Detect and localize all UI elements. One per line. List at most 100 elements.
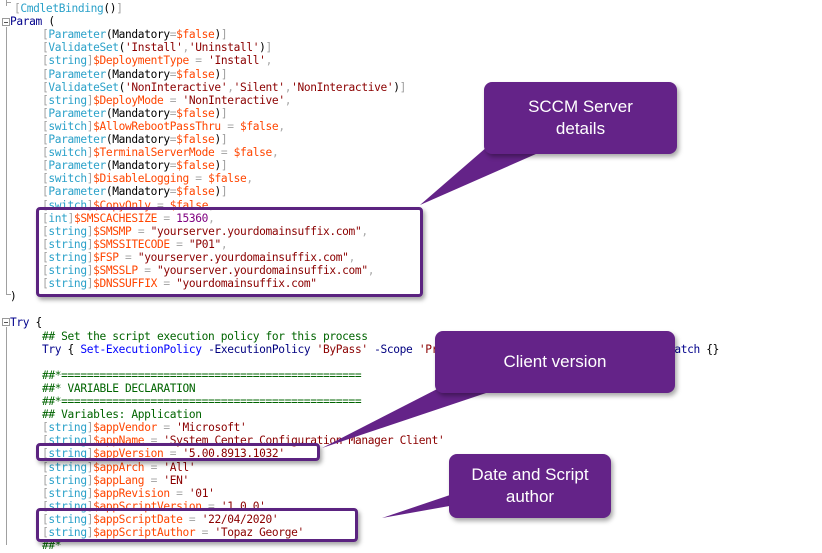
code-token: ]: [220, 159, 228, 173]
code-token: "yourserver.yourdomainsuffix.com": [150, 224, 362, 238]
code-token: string: [48, 250, 87, 264]
code-token: {: [61, 342, 81, 356]
code-token: ]: [86, 434, 94, 448]
code-token: string: [48, 224, 87, 238]
code-token: ]: [220, 67, 228, 81]
code-line: [string]$appRevision = '01': [42, 486, 215, 501]
code-token: [: [42, 133, 49, 146]
code-token: 'Silent': [233, 80, 285, 94]
code-token: =: [169, 133, 177, 146]
code-token: $AllowRebootPassThru: [93, 119, 221, 133]
code-token: Try: [10, 316, 30, 330]
code-token: Parameter: [48, 185, 106, 199]
code-token: ]: [86, 512, 94, 526]
code-token: $FSP: [93, 250, 119, 264]
fold-line: [6, 0, 7, 6]
code-token: 'Uninstall': [188, 41, 260, 55]
code-line: [string]$appLang = 'EN': [42, 474, 189, 488]
code-token: =: [144, 473, 164, 487]
fold-line: [6, 2, 11, 3]
code-token: ,: [227, 80, 234, 94]
code-token: =: [169, 159, 177, 173]
code-token: $DisableLogging: [93, 172, 189, 186]
code-token: Parameter: [48, 28, 106, 42]
code-token: [: [42, 106, 49, 120]
code-token: [: [14, 2, 21, 15]
code-token: ]: [86, 421, 94, 435]
code-token: (Mandatory: [105, 185, 170, 199]
code-token: [: [42, 526, 49, 539]
code-token: $DNSSUFFIX: [93, 277, 157, 291]
code-token: {}: [699, 342, 720, 356]
code-token: $appScriptDate: [93, 512, 183, 526]
code-token: string: [48, 447, 87, 461]
code-line: [string]$DNSSUFFIX = "yourdomainsuffix.c…: [42, 277, 317, 291]
code-token: $false: [176, 28, 215, 42]
code-token: [: [42, 460, 49, 474]
code-token: =: [144, 434, 164, 448]
code-line: ## Variables: Application: [42, 408, 202, 422]
code-token: [: [42, 499, 49, 513]
code-token: '5.00.8913.1032': [182, 447, 286, 461]
code-token: ,: [208, 198, 215, 212]
code-token: "P01": [188, 237, 221, 251]
fold-toggle-try-icon[interactable]: [2, 318, 10, 326]
code-line: [switch]$DisableLogging = $false,: [42, 172, 253, 186]
code-token: =: [214, 146, 234, 160]
code-token: 'ByPass': [316, 342, 368, 356]
code-token: =: [188, 54, 209, 68]
code-token: (): [103, 2, 117, 15]
highlight-app-version: [36, 443, 320, 461]
code-token: ]: [86, 172, 94, 186]
code-token: 'Install': [125, 41, 183, 55]
code-line: [switch]$AllowRebootPassThru = $false,: [42, 120, 285, 134]
code-token: $appLang: [93, 473, 145, 487]
code-token: 'Microsoft': [176, 421, 247, 435]
callout-tail-date-author: [382, 495, 455, 518]
code-token: $DeploymentType: [93, 54, 189, 68]
code-token: (Mandatory: [105, 106, 170, 120]
code-line: [string]$appVersion = '5.00.8913.1032': [42, 447, 285, 461]
code-token: (: [41, 15, 55, 29]
code-token: ]: [86, 526, 94, 539]
code-token: ,: [284, 93, 292, 107]
code-token: =: [163, 93, 183, 107]
code-token: [: [42, 41, 49, 55]
code-line: [string]$SMSMP = "yourserver.yourdomains…: [42, 225, 368, 239]
code-token: ]: [86, 447, 94, 461]
code-token: ): [259, 41, 266, 55]
callout-sccm-server-details: SCCM Server details: [484, 82, 677, 154]
code-token: [: [42, 486, 49, 500]
code-line: [Parameter(Mandatory=$false)]: [42, 133, 228, 147]
code-token: [: [42, 434, 49, 448]
code-line: ##*=====================================…: [42, 395, 362, 409]
code-token: (Mandatory: [105, 67, 170, 81]
highlight-sccm-settings: [36, 207, 423, 297]
code-token: '22/04/2020': [201, 512, 279, 526]
code-token: [: [42, 224, 49, 238]
code-token: ]: [265, 41, 273, 55]
code-token: {: [29, 316, 43, 330]
code-token: ]: [86, 250, 94, 264]
code-line: [Parameter(Mandatory=$false)]: [42, 67, 228, 82]
code-token: ): [214, 133, 221, 146]
code-line: [CmdletBinding()]: [14, 2, 123, 16]
code-line: [Parameter(Mandatory=$false)]: [42, 185, 228, 199]
code-token: ,: [208, 211, 215, 225]
code-token: =: [188, 172, 209, 186]
code-token: string: [48, 526, 87, 539]
code-token: [: [42, 264, 49, 277]
code-token: Try: [42, 342, 62, 356]
code-token: [: [42, 146, 49, 160]
code-token: int: [48, 211, 68, 225]
fold-toggle-param-icon[interactable]: [2, 18, 10, 26]
code-token: $false: [176, 185, 215, 199]
code-token: ## Variables: Application: [42, 408, 202, 422]
code-token: Param: [10, 15, 42, 29]
code-token: ): [214, 28, 221, 42]
code-line: Try {: [10, 316, 42, 330]
code-line: [string]$appVendor = 'Microsoft': [42, 421, 247, 435]
code-token: $false: [176, 159, 215, 173]
code-token: 'Topaz George': [214, 526, 304, 539]
